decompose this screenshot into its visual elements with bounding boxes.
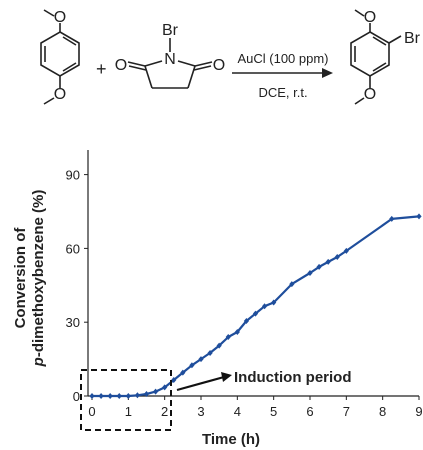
data-point <box>334 254 340 261</box>
series-conversion <box>89 213 422 399</box>
data-point <box>89 393 95 399</box>
x-tick-label: 5 <box>270 404 277 419</box>
data-point <box>234 329 240 336</box>
data-point <box>98 393 104 399</box>
x-tick-label: 2 <box>161 404 168 419</box>
data-point <box>134 392 141 399</box>
y-axis-label-rest: -dimethoxybenzene (%) <box>30 190 47 358</box>
reactant-dimethoxybenzene: O O <box>40 9 80 105</box>
data-point <box>207 349 213 356</box>
product-bromo-dimethoxybenzene: O O Br <box>350 9 421 105</box>
y-axis-label-line2: p-dimethoxybenzene (%) <box>30 190 47 368</box>
y-axis-label: Conversion of p-dimethoxybenzene (%) <box>12 190 47 368</box>
y-axis-label-italic: p <box>30 357 47 367</box>
induction-period-label: Induction period <box>234 369 352 386</box>
reaction-scheme: O O + Br N O O AuCl (100 ppm) DCE, r. <box>40 9 421 105</box>
data-point <box>389 215 395 222</box>
data-point <box>243 317 250 324</box>
plus-sign: + <box>96 59 107 79</box>
y-tick-label: 60 <box>66 241 80 256</box>
data-point <box>216 342 222 349</box>
data-point <box>325 258 331 265</box>
data-point <box>125 393 131 399</box>
carbonyl-oxygen-right: O <box>213 57 225 74</box>
y-tick-label: 30 <box>66 315 80 330</box>
bromine-label-product: Br <box>404 30 421 47</box>
data-point <box>152 388 159 395</box>
x-tick-label: 7 <box>343 404 350 419</box>
conversion-chart: 0 1 2 3 4 5 6 7 8 9 0 30 60 90 Induction period Time… <box>12 150 423 448</box>
oxygen-label-product-bottom: O <box>364 86 376 103</box>
oxygen-label-top: O <box>54 9 66 26</box>
reactant-nbs: Br N O O <box>115 22 225 89</box>
data-point <box>143 391 150 398</box>
carbonyl-oxygen-left: O <box>115 57 127 74</box>
data-point <box>307 270 313 276</box>
catalyst-label: AuCl (100 ppm) <box>237 51 328 66</box>
x-tick-label: 1 <box>125 404 132 419</box>
data-point <box>225 333 231 340</box>
data-point <box>343 247 349 254</box>
x-axis-ticks: 0 1 2 3 4 5 6 7 8 9 <box>88 396 423 419</box>
oxygen-label-product-top: O <box>364 9 376 26</box>
data-point <box>189 362 195 369</box>
data-point <box>107 393 113 399</box>
y-tick-label: 0 <box>73 389 80 404</box>
data-point <box>162 384 168 391</box>
x-tick-label: 3 <box>197 404 204 419</box>
data-point <box>416 213 422 220</box>
data-point <box>198 356 204 363</box>
data-point <box>316 263 322 270</box>
x-tick-label: 0 <box>88 404 95 419</box>
x-tick-label: 6 <box>306 404 313 419</box>
reaction-arrow: AuCl (100 ppm) DCE, r.t. <box>232 51 333 100</box>
x-tick-label: 4 <box>234 404 241 419</box>
annotation-arrow <box>176 372 232 392</box>
data-point <box>116 393 122 399</box>
data-point <box>289 281 295 288</box>
data-point <box>261 303 268 310</box>
oxygen-label-bottom: O <box>54 86 66 103</box>
nitrogen-label: N <box>164 51 176 68</box>
data-point <box>180 369 186 376</box>
bromine-label-nbs: Br <box>162 22 179 39</box>
chart-axes <box>87 150 419 397</box>
y-tick-label: 90 <box>66 168 80 183</box>
y-axis-ticks: 0 30 60 90 <box>66 168 88 404</box>
conditions-label: DCE, r.t. <box>258 85 307 100</box>
x-tick-label: 8 <box>379 404 386 419</box>
x-axis-label: Time (h) <box>202 431 260 448</box>
x-tick-label: 9 <box>415 404 422 419</box>
data-point <box>171 377 177 384</box>
y-axis-label-line1: Conversion of <box>12 227 29 329</box>
data-point <box>271 299 277 306</box>
induction-period-box <box>80 369 172 431</box>
data-point <box>252 310 259 317</box>
